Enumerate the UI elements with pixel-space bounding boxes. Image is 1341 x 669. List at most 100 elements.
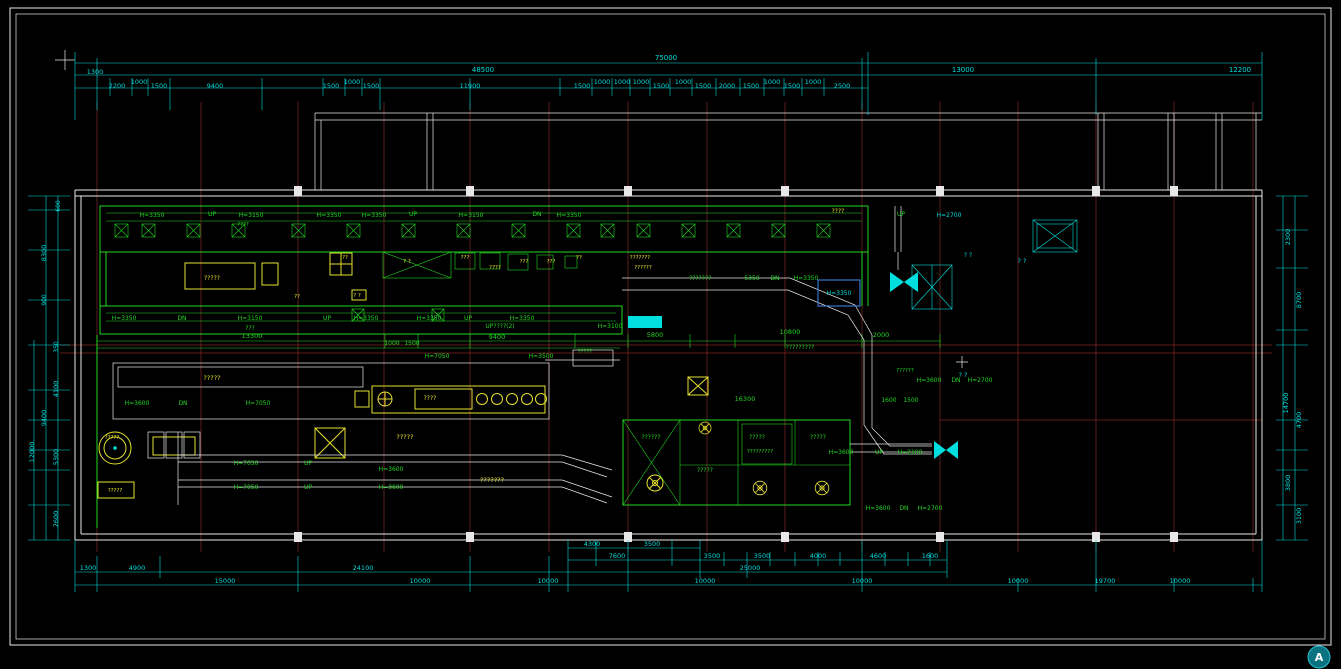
- cad-text-label: ??????: [634, 265, 652, 271]
- cursor-mark: [956, 356, 968, 368]
- turbine-train: [354, 385, 547, 414]
- cad-text-label: ??: [576, 255, 582, 261]
- cad-text-label: 2000: [873, 331, 890, 339]
- cad-text-label: H=3350: [112, 315, 137, 322]
- cad-text-label: H=7050: [246, 400, 271, 407]
- cad-text-label: 48500: [472, 66, 494, 74]
- cad-text-label: H=3600: [379, 466, 404, 473]
- cad-text-label: 10000: [1008, 577, 1029, 585]
- cad-text-label: 13000: [952, 66, 974, 74]
- cad-text-label: DN: [951, 377, 960, 384]
- cad-text-label: 5300: [52, 449, 60, 466]
- cad-text-label: H=3350: [140, 212, 165, 219]
- logo-circle: [1307, 645, 1331, 669]
- cad-text-label: 1500: [404, 340, 419, 347]
- cad-text-label: DN: [532, 211, 541, 218]
- cad-text-label: H=2700: [968, 377, 993, 384]
- cad-text-label: 5800: [647, 331, 664, 339]
- cad-text-label: H=3600: [125, 400, 150, 407]
- cad-text-label: ?????: [105, 435, 120, 441]
- cad-text-label: 2200: [109, 82, 126, 90]
- cad-text-label: 3500: [704, 552, 721, 560]
- cad-text-label: 14700: [1282, 393, 1290, 414]
- equipment-layer-yellow: [97, 252, 830, 499]
- inline-damper: [628, 316, 662, 328]
- cad-text-label: 600: [55, 200, 62, 212]
- tank: [98, 431, 132, 465]
- cad-text-label: 1600: [922, 552, 939, 560]
- walls-layer: [74, 112, 1263, 542]
- cad-text-label: 3100: [1295, 508, 1303, 525]
- cad-text-label: H=3150: [239, 212, 264, 219]
- cad-text-label: H=3350: [354, 315, 379, 322]
- cad-text-label: ???????: [689, 275, 711, 282]
- cad-text-label: 3500: [644, 540, 661, 548]
- cad-text-label: H=3600: [829, 449, 854, 456]
- cad-text-label: ???: [245, 325, 255, 332]
- cad-text-label: 2500: [834, 82, 851, 90]
- cad-text-label: ???: [547, 259, 556, 265]
- cad-text-label: H=3350: [827, 290, 852, 297]
- riser-symbol-2: [934, 441, 958, 459]
- room-block: [622, 419, 851, 506]
- equipment-layer-white: [112, 206, 968, 505]
- cad-text-label: ??????: [641, 434, 660, 441]
- cad-text-label: 10000: [852, 577, 873, 585]
- text-labels-layer: 75000 48500 13000 12200 1300 2200 1000 1500 9400…: [28, 54, 1303, 585]
- cad-text-label: ? ?: [1018, 257, 1027, 265]
- cad-text-label: H=3350: [362, 212, 387, 219]
- cad-text-label: ???????: [630, 255, 651, 261]
- cad-text-label: H=2700: [937, 212, 962, 219]
- cad-text-label: H=3350: [417, 315, 442, 322]
- cad-text-label: ??????: [896, 368, 914, 374]
- equipment-layer-cyan: [628, 219, 1078, 459]
- cad-text-label: 1300: [80, 564, 97, 572]
- cad-text-label: H=7050: [234, 484, 259, 491]
- cad-text-label: UP: [875, 449, 883, 456]
- cad-text-label: 1500: [574, 82, 591, 90]
- cad-text-label: UP: [464, 315, 472, 322]
- cad-text-label: 3500: [754, 552, 771, 560]
- cad-text-label: 1000: [384, 340, 399, 347]
- cad-text-label: ????: [424, 395, 437, 402]
- sheet-frame: [9, 7, 1332, 646]
- cad-text-label: ? ?: [964, 252, 972, 259]
- cad-text-label: UP????(2): [485, 323, 514, 330]
- cad-text-label: DN: [178, 400, 187, 407]
- cad-text-label: 11900: [460, 82, 481, 90]
- cad-text-label: 12200: [1229, 66, 1251, 74]
- cad-text-label: ????: [489, 265, 501, 271]
- cad-text-label: ?????: [810, 434, 826, 441]
- cad-text-label: 9400: [40, 410, 48, 427]
- cad-text-label: 1300: [87, 68, 104, 76]
- cad-text-label: H=3150: [459, 212, 484, 219]
- cad-text-label: UP: [409, 211, 417, 218]
- cad-text-label: 10000: [695, 577, 716, 585]
- duct-layer-green: [96, 205, 941, 528]
- cad-text-label: 9400: [207, 82, 224, 90]
- cad-text-label: ????: [832, 208, 845, 215]
- cad-text-label: ?????: [203, 374, 220, 382]
- cad-text-label: 2000: [719, 82, 736, 90]
- cad-text-label: H=7050: [234, 460, 259, 467]
- cad-text-label: 1000: [344, 78, 361, 86]
- damper-boxes-run1: [114, 223, 831, 238]
- cad-text-label: 1500: [151, 82, 168, 90]
- cad-text-label: 13300: [242, 332, 263, 340]
- cad-text-label: 1000: [614, 78, 631, 86]
- cad-text-label: 12000: [28, 442, 36, 463]
- cad-text-label: ?????: [697, 467, 713, 474]
- cad-text-label: 25000: [740, 564, 761, 572]
- dimension-lines-layer: [28, 52, 1308, 592]
- cad-text-label: 1000: [633, 78, 650, 86]
- cad-text-label: ?????: [204, 275, 220, 282]
- cad-text-label: ?????: [749, 434, 765, 441]
- cad-text-label: 4600: [870, 552, 887, 560]
- cad-text-label: ? ?: [353, 293, 361, 299]
- cad-text-label: ????: [237, 222, 249, 228]
- cad-text-label: H=2100: [898, 449, 923, 456]
- cad-text-label: 1500: [743, 82, 760, 90]
- cad-text-label: 75000: [655, 54, 677, 62]
